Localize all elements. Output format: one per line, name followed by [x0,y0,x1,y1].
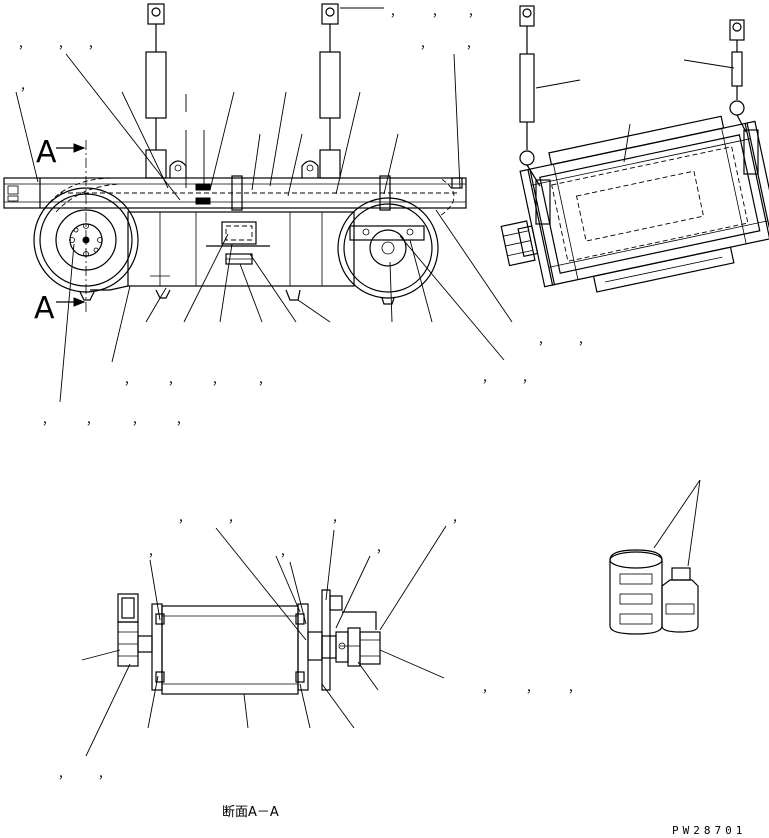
callout-comma: ， [526,681,538,695]
callout-comma: ， [98,767,110,781]
callout-comma: ， [212,373,224,387]
right-wheel [155,197,439,305]
callout-comma: ， [568,681,580,695]
callout-comma: ， [178,511,190,525]
tank-body [90,211,355,291]
callout-comma: ， [58,37,70,51]
callout-comma: ， [18,37,30,51]
callout-comma: ， [20,79,32,93]
section-line-a-a [56,140,87,312]
oil-can-and-bottle-icon [609,479,701,635]
callout-comma: ， [132,413,144,427]
callout-comma: ， [578,333,590,347]
callout-commas: ， ， ， ， ， ， ， ， ， ， ， ， ， ， ， ， ， ， ， ， ， ， ， ， ， ， ， ， ， ， ， ， ， [18,5,590,781]
callout-comma: ， [148,545,160,559]
leader-lines-top [15,7,513,403]
callout-comma: ， [466,37,478,51]
right-lifting-lug [301,160,319,178]
left-lifting-lug [169,160,187,178]
callout-comma: ， [176,413,188,427]
callout-comma: ， [280,545,292,559]
callout-comma: ， [332,511,344,525]
leader-lines-section [81,525,447,757]
callout-comma: ， [482,371,494,385]
callout-comma: ， [468,5,480,19]
callout-comma: ， [482,681,494,695]
section-caption: 断面A－A [222,805,279,820]
callout-comma: ， [538,333,550,347]
section-mark-top: A [36,135,57,170]
tilted-view [500,5,769,293]
section-mark-bottom: A [34,291,55,326]
main-frame [3,175,467,211]
left-hanger-rod [145,3,167,179]
callout-comma: ， [58,767,70,781]
callout-comma: ， [168,373,180,387]
right-hanger-rod [319,3,341,179]
callout-comma: ， [124,373,136,387]
top-side-view [3,3,513,403]
section-a-a-view [81,525,447,757]
callout-comma: ， [420,37,432,51]
callout-comma: ， [42,413,54,427]
callout-comma: ， [452,511,464,525]
drum [161,605,299,695]
callout-comma: ， [432,5,444,19]
callout-comma: ， [86,413,98,427]
callout-comma: ， [522,371,534,385]
drawing-code: PW28701 [672,824,746,837]
callout-comma: ， [390,5,402,19]
callout-comma: ， [376,541,388,555]
callout-comma: ， [258,373,270,387]
callout-comma: ， [88,37,100,51]
callout-comma: ， [228,511,240,525]
